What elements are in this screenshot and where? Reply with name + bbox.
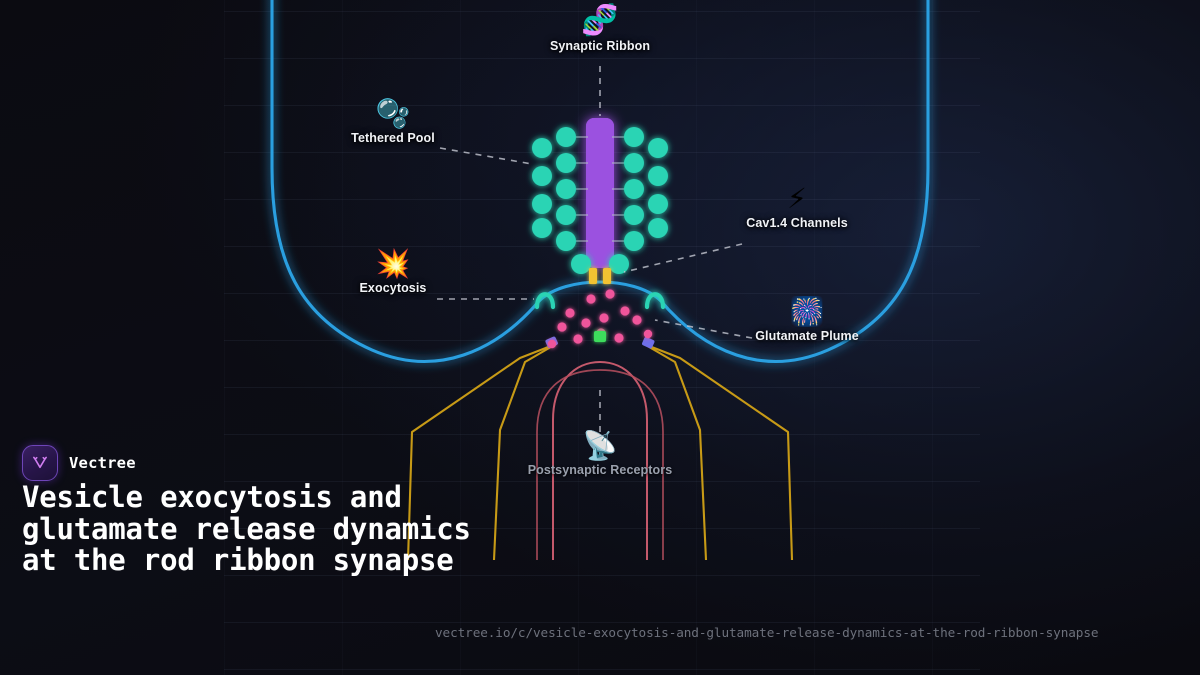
horizontal-cell-processes xyxy=(406,343,794,561)
leader-glutamate-plume xyxy=(654,319,753,339)
leader-lines xyxy=(437,66,753,436)
bipolar-cell-dendrite xyxy=(536,360,664,560)
synaptic-ribbon-bar xyxy=(586,118,614,268)
glutamate-cargo-marker xyxy=(594,331,606,342)
rod-terminal-membrane xyxy=(270,0,930,363)
brand-lockup: Vectree xyxy=(22,445,136,481)
source-url: vectree.io/c/vesicle-exocytosis-and-glut… xyxy=(435,625,1099,640)
fusion-pores xyxy=(534,292,666,310)
page-title: Vesicle exocytosis and glutamate release… xyxy=(22,480,471,578)
tethered-vesicles xyxy=(532,127,668,251)
leader-cav14-channels xyxy=(623,243,743,273)
leader-tethered-pool xyxy=(439,147,533,165)
glutamate-particles xyxy=(547,289,653,349)
brand-name: Vectree xyxy=(69,454,136,472)
calcium-channel-bars xyxy=(589,268,611,284)
vectree-logo-icon xyxy=(22,445,58,481)
docked-vesicles xyxy=(571,254,629,274)
